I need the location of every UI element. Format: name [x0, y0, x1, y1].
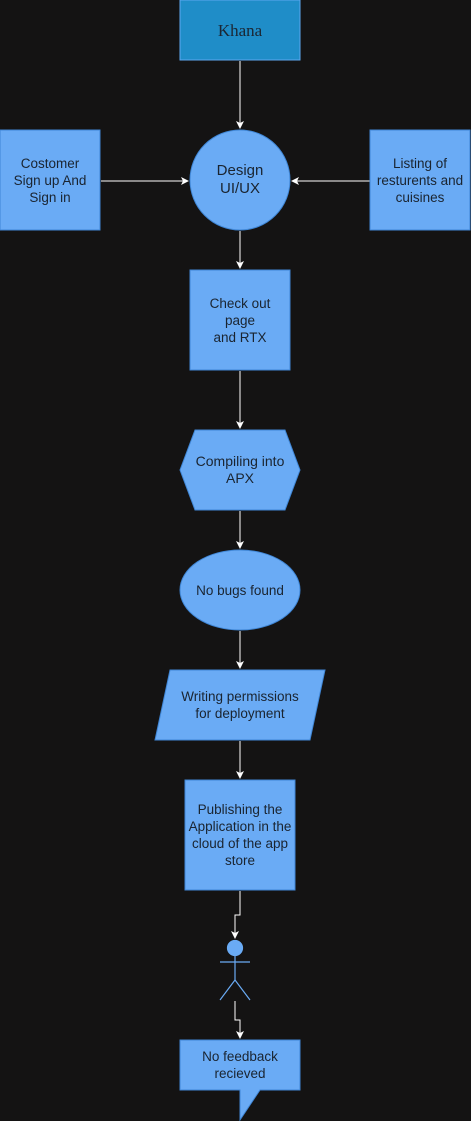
node-checkout [189, 269, 291, 371]
label-no-bugs: No bugs found [196, 582, 284, 598]
node-listing [369, 129, 471, 231]
label-customer-signup: Costomer Sign up And Sign in [13, 155, 87, 205]
label-design: Design UI/UX [216, 162, 264, 197]
actor-user-icon [219, 939, 251, 1001]
label-listing: Listing of resturents and cuisines [376, 155, 464, 205]
label-feedback: No feedback recieved [202, 1049, 278, 1081]
node-no-bugs [179, 549, 301, 631]
node-permissions [154, 669, 326, 741]
node-feedback [179, 1039, 301, 1121]
node-publishing [184, 779, 296, 891]
edge-publishing-actor [231, 891, 241, 939]
edge-actor-feedback [234, 1001, 244, 1039]
label-khana: Khana [217, 20, 263, 40]
node-customer-signup [0, 129, 101, 231]
node-khana [179, 0, 301, 61]
label-publishing: Publishing the Application in the cloud … [188, 802, 292, 868]
label-checkout: Check out page and RTX [209, 295, 271, 345]
edges [101, 61, 370, 1039]
label-compiling: Compiling into APX [195, 453, 285, 486]
node-compiling [179, 429, 301, 511]
node-design [189, 129, 291, 231]
label-permissions: Writing permissions for deployment [181, 689, 299, 721]
